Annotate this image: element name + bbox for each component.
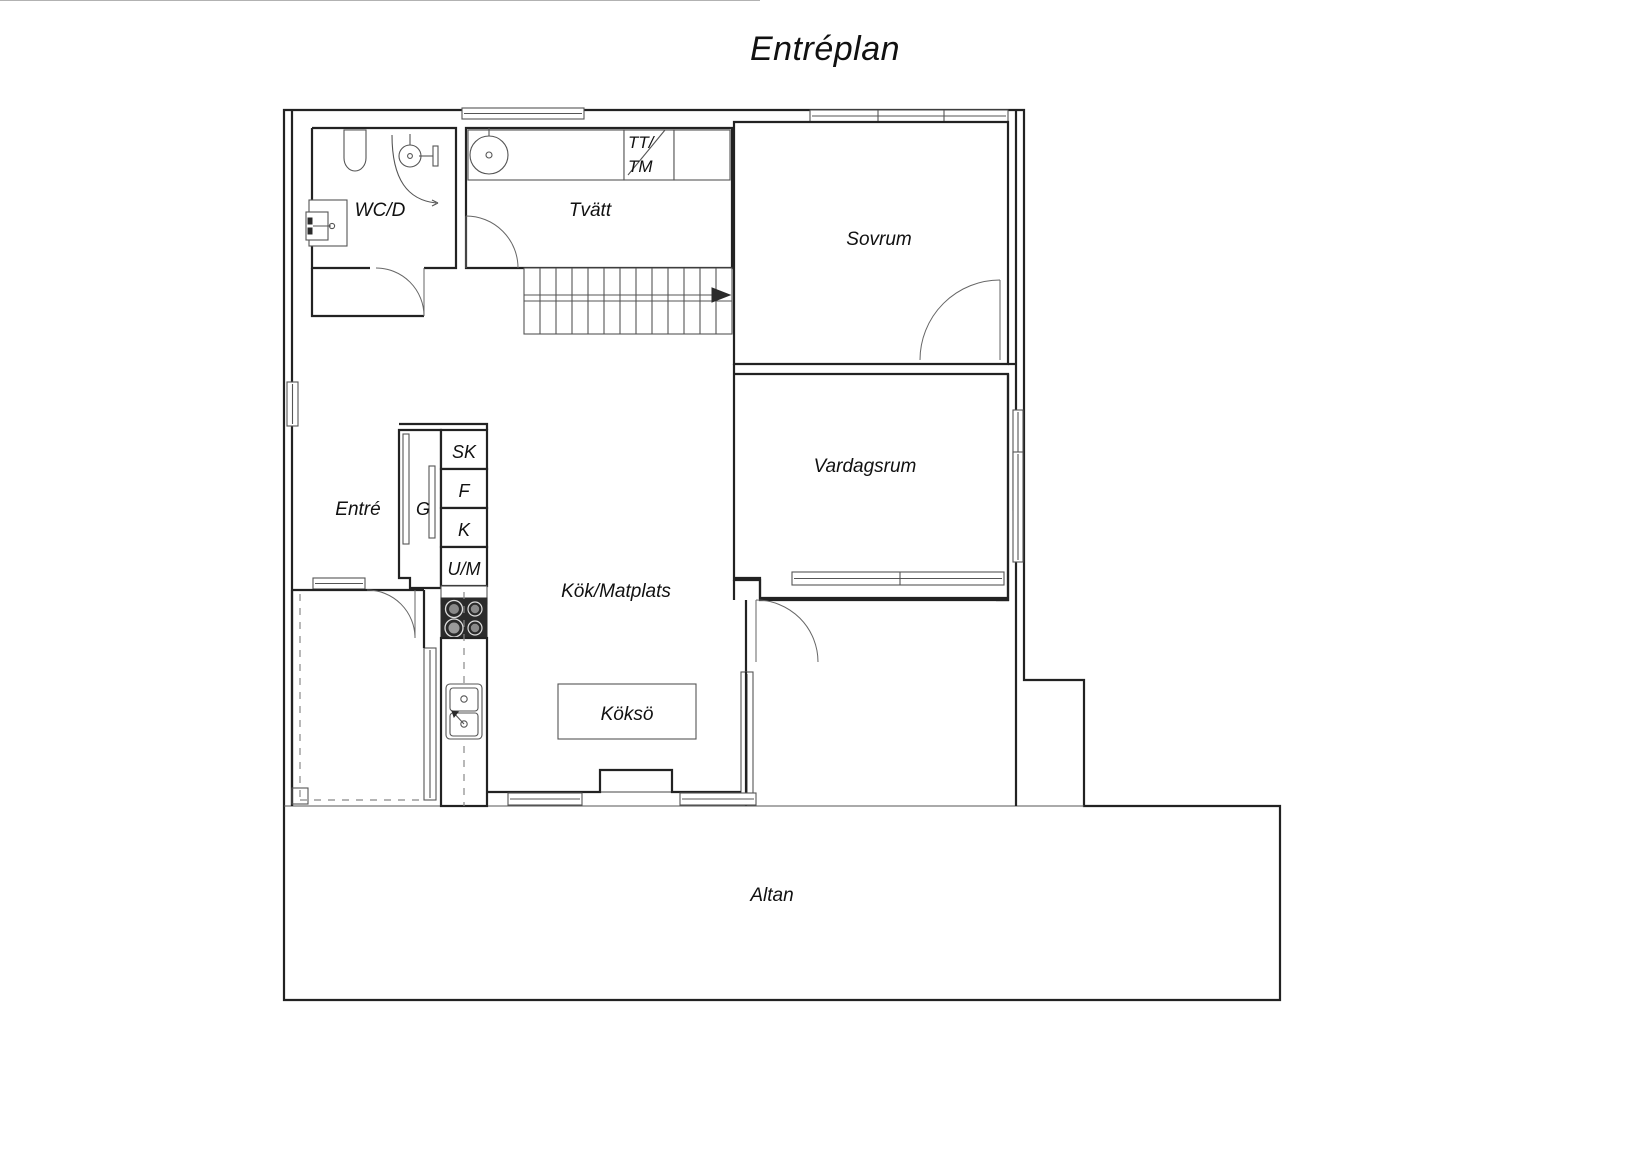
window-kok-bottom-left	[507, 792, 583, 806]
stove-cooktop	[440, 597, 488, 639]
shower-fixture	[391, 134, 439, 207]
room-kok-matplats: Köksö Kök/Matplats	[0, 0, 819, 806]
page-title: Entréplan	[749, 30, 901, 68]
room-vardagsrum: Vardagsrum	[732, 364, 1024, 602]
room-label-sovrum: Sovrum	[846, 229, 911, 250]
room-label-vardagsrum: Vardagsrum	[814, 456, 917, 477]
fixture-label-k: K	[458, 520, 471, 540]
fixture-label-tt: TT/	[628, 133, 656, 152]
fixture-label-sk: SK	[452, 442, 477, 462]
carport-dashed-outline	[290, 588, 426, 806]
room-label-tvatt: Tvätt	[569, 200, 612, 221]
window-sovrum-top	[809, 109, 1009, 123]
room-tvatt: TT/ TM Tvätt	[464, 126, 734, 270]
door-carport	[366, 589, 416, 639]
window-entre-left	[286, 381, 299, 427]
window-kok-bottom-right	[679, 792, 757, 806]
kitchen-sink-double	[445, 683, 483, 740]
fixture-label-kokso: Köksö	[601, 704, 654, 725]
laundry-sink-fixture	[469, 128, 509, 175]
door-sovrum	[919, 279, 1001, 361]
area-altan: Altan	[749, 885, 793, 906]
toilet-fixture	[343, 129, 367, 172]
room-sovrum: Sovrum	[732, 120, 1016, 366]
kitchen-island: Köksö	[557, 683, 697, 740]
room-label-wc-d: WC/D	[355, 200, 406, 221]
fixture-label-tm: TM	[628, 157, 653, 176]
door-wc	[375, 267, 425, 317]
outer-building-outline	[282, 108, 1282, 1002]
door-kok	[0, 0, 819, 663]
room-wc-d: WC/D	[305, 126, 458, 318]
vanity-sink-fixture	[305, 199, 348, 247]
room-entre: Entré G	[312, 428, 443, 590]
fixture-label-um: U/M	[448, 559, 481, 579]
door-tvatt	[465, 215, 519, 269]
fixture-label-f: F	[459, 481, 471, 501]
window-tvatt-top	[461, 107, 585, 120]
window-vardagsrum-bottom	[791, 571, 1005, 586]
fixture-label-g: G	[416, 499, 430, 519]
window-kitchen-left	[423, 647, 437, 801]
kitchen-unit-column: SK F K U/M	[423, 428, 489, 808]
room-label-altan: Altan	[749, 885, 793, 906]
front-door	[312, 577, 366, 590]
tt-tm-box: TT/ TM	[627, 129, 666, 176]
window-vardagsrum-right	[1012, 409, 1024, 563]
staircase	[523, 267, 733, 335]
room-label-entre: Entré	[335, 499, 380, 520]
room-label-kok-matplats: Kök/Matplats	[561, 581, 671, 602]
